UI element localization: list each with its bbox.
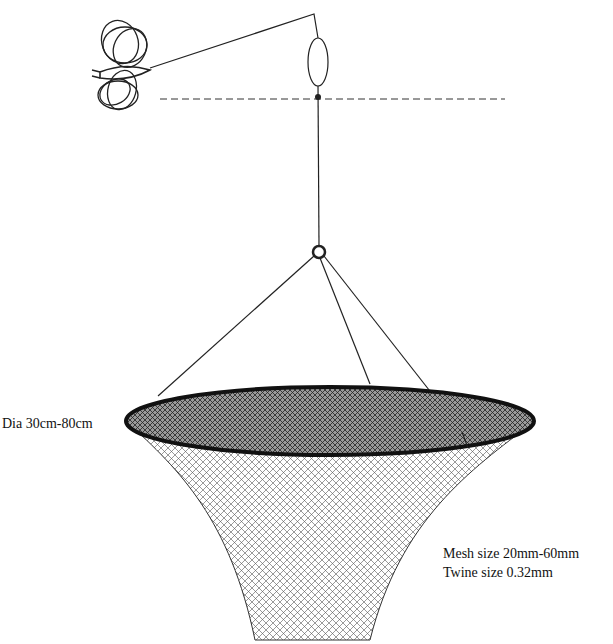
dimension-label: Mesh size 20mm-60mm	[443, 545, 579, 562]
float	[308, 38, 328, 86]
rope-coil	[92, 15, 153, 113]
line	[318, 86, 319, 246]
ring	[313, 246, 325, 258]
rope	[150, 14, 318, 68]
water-surface	[160, 99, 505, 100]
dimension-label: Twine size 0.32mm	[443, 564, 553, 581]
hoop	[126, 387, 534, 455]
dimension-label: Dia 30cm-80cm	[2, 415, 93, 432]
